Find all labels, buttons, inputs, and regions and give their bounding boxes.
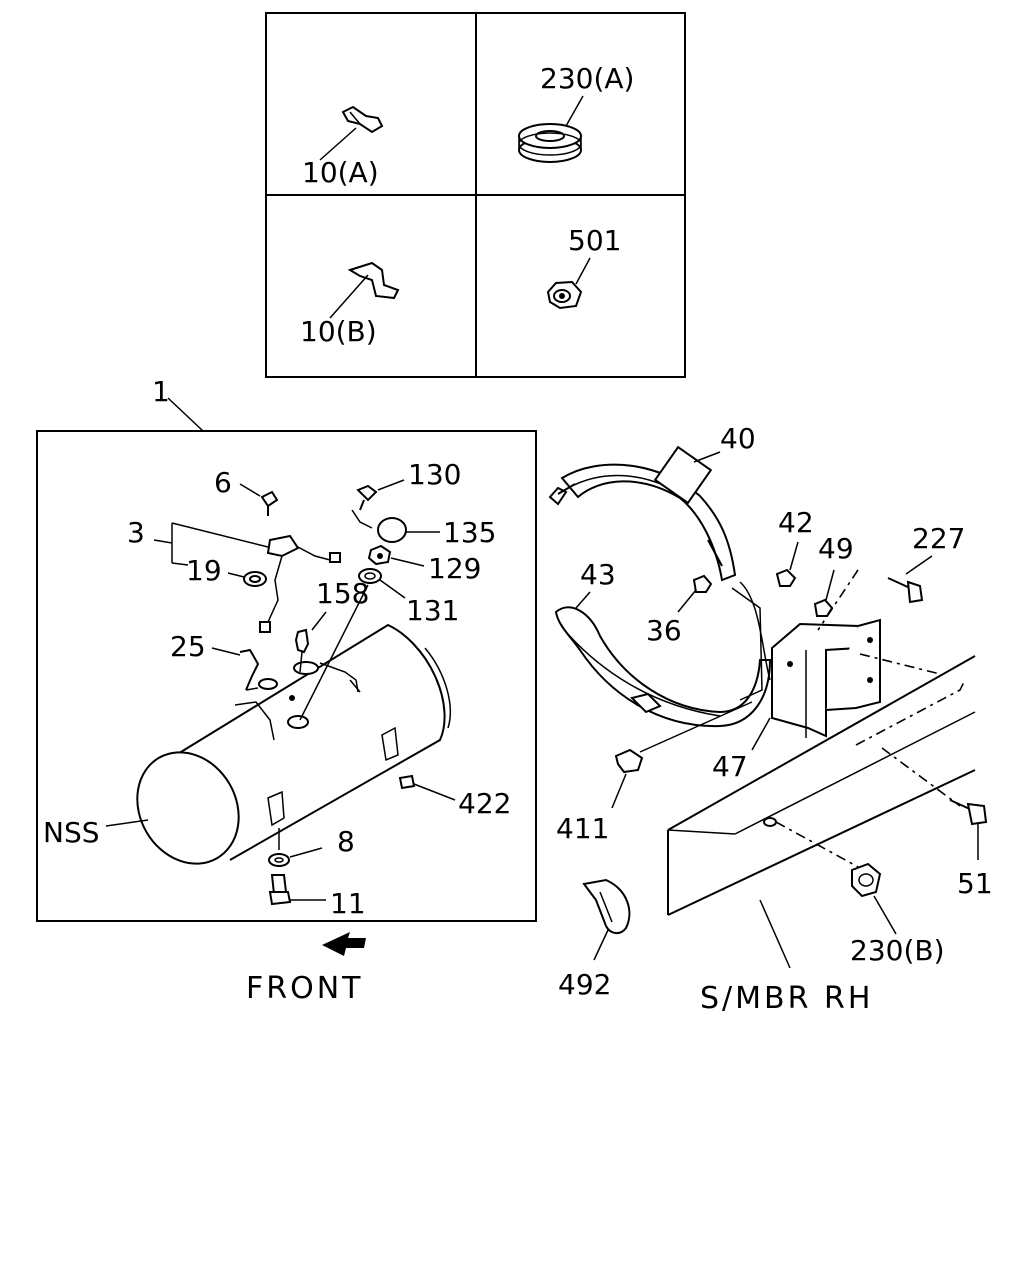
label-135: 135 <box>443 516 496 549</box>
grommet-230a <box>518 95 584 163</box>
label-411: 411 <box>556 812 609 845</box>
label-10a: 10(A) <box>302 156 379 189</box>
grommet-230b <box>851 862 897 935</box>
label-19: 19 <box>186 554 222 587</box>
label-47: 47 <box>712 750 748 783</box>
clip-411 <box>611 701 753 809</box>
assembly-frame <box>36 430 537 922</box>
label-51: 51 <box>957 867 993 900</box>
tie-strap-492 <box>582 878 631 961</box>
washer-131 <box>299 568 406 721</box>
label-422: 422 <box>458 787 511 820</box>
bolt-51 <box>949 799 988 860</box>
strap-43 <box>554 587 772 728</box>
sensor-158 <box>289 611 327 701</box>
label-43: 43 <box>580 558 616 591</box>
bolt-227 <box>887 555 933 604</box>
label-40: 40 <box>720 422 756 455</box>
gasket-19 <box>227 571 267 587</box>
label-131: 131 <box>406 594 459 627</box>
tank-assembly: 1 6 130 <box>36 375 537 922</box>
strap-40 <box>548 445 737 582</box>
label-3: 3 <box>127 516 145 549</box>
bracket-25 <box>211 647 260 691</box>
label-front: FRONT <box>246 971 363 1006</box>
clip-10b <box>329 261 400 319</box>
cap-135 <box>351 509 440 543</box>
front-arrow-icon <box>322 932 366 956</box>
washer-8 <box>268 828 323 867</box>
label-1: 1 <box>152 375 170 408</box>
bracket-47 <box>739 569 881 751</box>
plug-422 <box>398 774 456 801</box>
bolt-130 <box>356 479 405 511</box>
label-nss: NSS <box>43 816 100 849</box>
label-230a: 230(A) <box>540 62 634 95</box>
clip-10a <box>319 105 384 161</box>
drain-plug-11 <box>268 874 326 906</box>
label-8: 8 <box>337 825 355 858</box>
label-25: 25 <box>170 630 206 663</box>
mounting-hardware: 40 43 36 42 49 <box>548 422 993 1016</box>
label-492: 492 <box>558 968 611 1001</box>
label-49: 49 <box>818 532 854 565</box>
sender-unit-3 <box>153 522 341 633</box>
label-11: 11 <box>330 887 366 920</box>
side-member-rh <box>667 653 976 969</box>
label-6: 6 <box>214 466 232 499</box>
label-158: 158 <box>316 577 369 610</box>
fuel-tank <box>136 623 452 865</box>
label-36: 36 <box>646 614 682 647</box>
nut-36 <box>677 574 713 613</box>
label-501: 501 <box>568 224 621 257</box>
bolt-6 <box>239 483 279 516</box>
label-129: 129 <box>428 552 481 585</box>
label-10b: 10(B) <box>300 315 377 348</box>
label-smbr-rh: S/MBR RH <box>700 981 873 1016</box>
nut-42 <box>775 541 799 587</box>
nut-501 <box>546 257 591 310</box>
label-42: 42 <box>778 506 814 539</box>
nut-129 <box>367 544 425 567</box>
label-130: 130 <box>408 458 461 491</box>
label-230b: 230(B) <box>850 934 945 967</box>
inset-grid: 10(A) 230(A) 10(B) 501 <box>265 12 686 378</box>
label-227: 227 <box>912 522 965 555</box>
